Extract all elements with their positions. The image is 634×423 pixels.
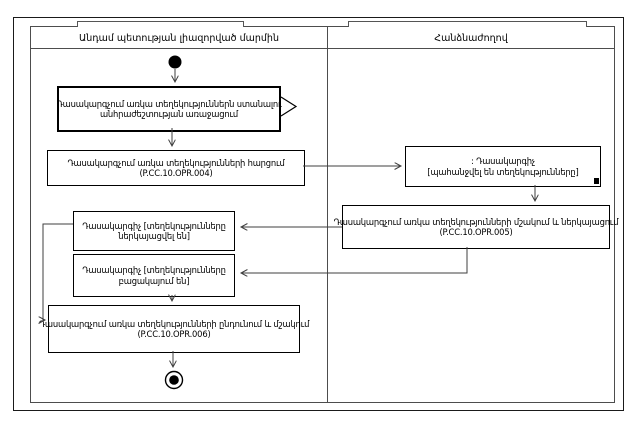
node-text: Դասակարգչում առկա տեղեկություններն ստանա… xyxy=(56,98,282,109)
lane-divider xyxy=(327,27,328,402)
lane-header-commission: Հանձնաժողով xyxy=(434,32,508,44)
action-receive-and-process: Դասակարգչում առկա տեղեկությունների ընդու… xyxy=(39,305,309,353)
node-text: : Դասակարգիչ xyxy=(471,156,535,166)
node-text: ներկայացվել են] xyxy=(118,231,190,241)
object-info-missing: Դասակարգիչ [տեղեկությունները բացակայում … xyxy=(73,254,235,297)
node-text: Դասակարգիչ [տեղեկությունները xyxy=(82,265,226,275)
node-text: Դասակարգչում առկա տեղեկությունների ընդու… xyxy=(38,318,310,329)
lane-header-tab-left xyxy=(77,21,244,27)
node-text: (P.CC.10.OPR.004) xyxy=(139,168,213,178)
action-query-info: Դասակարգչում առկա տեղեկությունների հարցո… xyxy=(47,150,305,186)
lane-header-tab-right xyxy=(348,21,587,27)
node-text: (P.CC.10.OPR.005) xyxy=(439,227,513,237)
node-text: բացակայում են] xyxy=(118,275,190,286)
node-text: Դասակարգչում առկա տեղեկությունների մշակո… xyxy=(333,216,619,227)
node-text: Դասակարգչում առկա տեղեկությունների հարցո… xyxy=(67,157,285,168)
node-text: [պահանջվել են տեղեկությունները] xyxy=(427,166,579,177)
node-text: անհրաժեշտության առաջացում xyxy=(99,109,239,119)
node-text: Դասակարգիչ [տեղեկությունները xyxy=(82,220,226,231)
object-classifier-required: : Դասակարգիչ [պահանջվել են տեղեկությունն… xyxy=(405,146,601,187)
lane-header-divider xyxy=(31,48,614,49)
action-need-arises: Դասակարգչում առկա տեղեկություններն ստանա… xyxy=(56,86,282,132)
action-process-and-present: Դասակարգչում առկա տեղեկությունների մշակո… xyxy=(334,205,619,249)
lane-header-authorized-body: Անդամ պետության լիազորված մարմին xyxy=(79,32,279,44)
node-text: (P.CC.10.OPR.006) xyxy=(137,329,211,339)
object-info-presented: Դասակարգիչ [տեղեկությունները ներկայացվել… xyxy=(73,211,235,251)
